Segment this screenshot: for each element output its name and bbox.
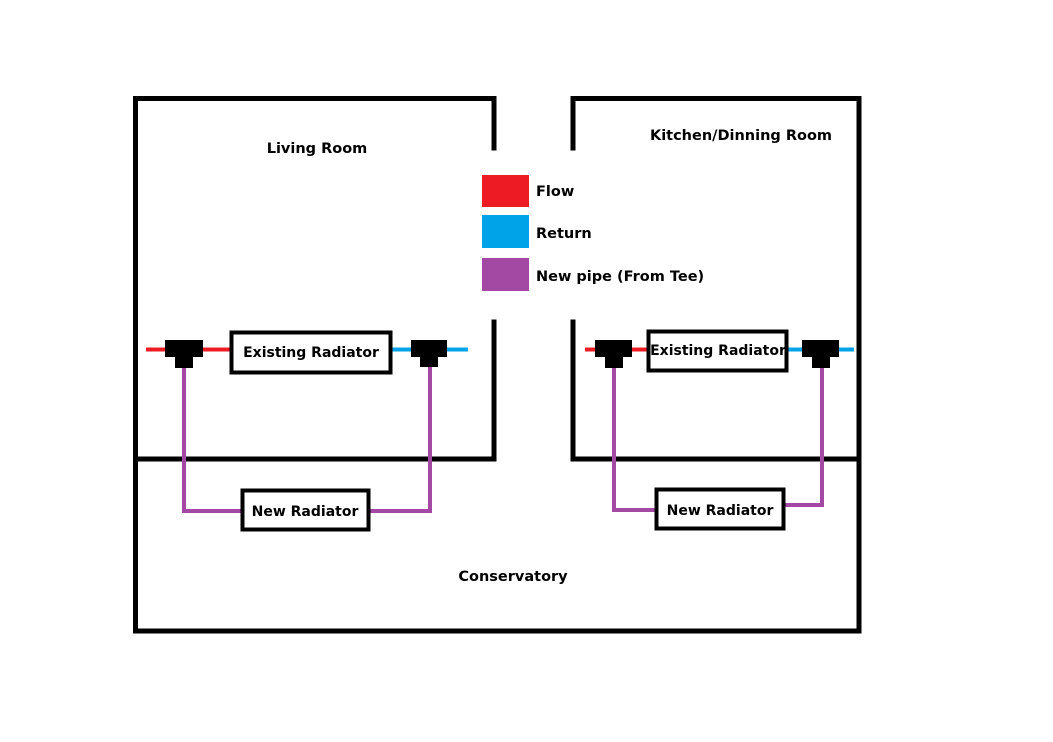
new-radiator-right — [654, 487, 786, 531]
new-pipe-left-return — [369, 360, 432, 513]
existing-radiator-left-label: Existing Radiator — [243, 345, 379, 361]
new-radiator-right-label: New Radiator — [667, 503, 774, 519]
new-pipe-right — [612, 360, 656, 512]
conservatory-label: Conservatory — [458, 569, 568, 585]
new-radiator-left-label: New Radiator — [252, 504, 359, 520]
tee-return-right — [802, 340, 839, 368]
living-room-label: Living Room — [267, 141, 368, 157]
existing-radiator-right — [646, 329, 789, 373]
living-room-piping: Existing Radiator New Radiator — [146, 330, 468, 532]
existing-radiator-left — [229, 330, 393, 375]
legend-label-return: Return — [536, 226, 592, 242]
legend: Flow Return New pipe (From Tee) — [482, 175, 704, 291]
tee-return-left — [411, 340, 447, 367]
new-pipe-right-return — [784, 360, 824, 507]
kitchen-label: Kitchen/Dinning Room — [650, 128, 832, 144]
legend-swatch-return — [482, 215, 529, 248]
tee-flow-left — [165, 340, 203, 368]
legend-swatch-flow — [482, 175, 529, 207]
legend-swatch-new-pipe — [482, 258, 529, 291]
tee-flow-right — [595, 340, 632, 368]
legend-label-new-pipe: New pipe (From Tee) — [536, 269, 704, 285]
new-pipe-left — [182, 360, 242, 513]
legend-label-flow: Flow — [536, 184, 574, 200]
kitchen-piping: Existing Radiator New Radiator — [585, 329, 854, 531]
walls — [133, 96, 862, 634]
new-radiator-left — [240, 488, 371, 532]
existing-radiator-right-label: Existing Radiator — [650, 343, 786, 359]
